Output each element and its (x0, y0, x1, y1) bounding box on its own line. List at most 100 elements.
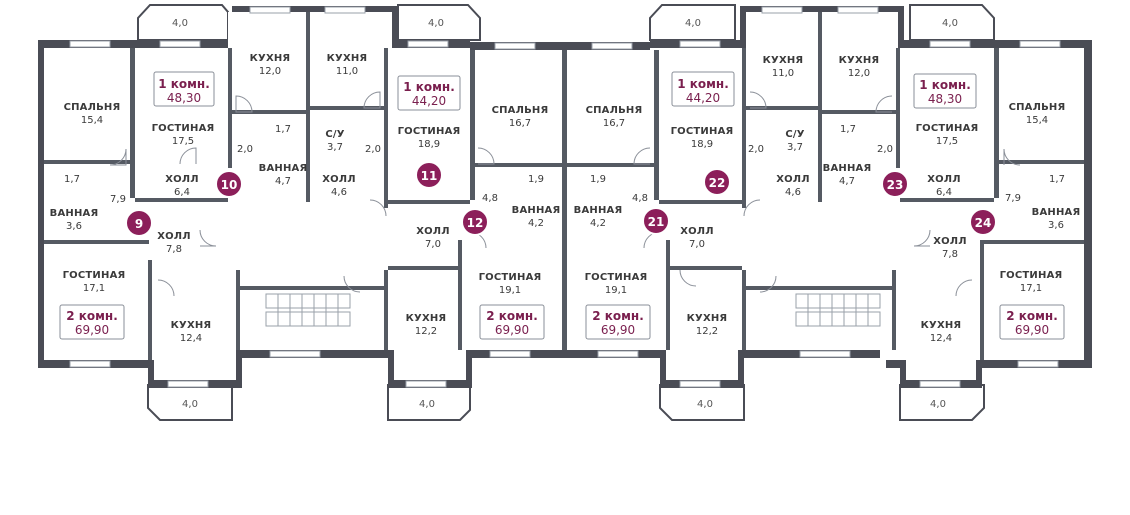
window (929, 40, 971, 48)
apartment-badge-9[interactable]: 2 комн. 69,90 (59, 304, 125, 340)
door-swing (109, 148, 127, 166)
stair-flight (265, 311, 351, 327)
apartment-area: 44,20 (686, 91, 720, 105)
room-name: ХОЛЛ (927, 174, 961, 185)
apartment-badge-11[interactable]: 1 комн. 44,20 (397, 75, 461, 111)
window (919, 380, 961, 388)
wall (306, 12, 310, 202)
apartment-badge-22[interactable]: 1 комн. 44,20 (671, 71, 735, 107)
room-area: 19,1 (499, 285, 521, 296)
small-area: 2,0 (877, 144, 893, 155)
apartment-marker-22[interactable]: 22 (703, 168, 731, 196)
badge-frame (397, 75, 461, 111)
wall (818, 12, 822, 202)
apartment-rooms: 1 комн. (919, 78, 971, 92)
window (494, 42, 536, 50)
apartment-marker-24[interactable]: 24 (969, 208, 997, 236)
room-area: 4,2 (590, 218, 606, 229)
apartment-badge-10[interactable]: 1 комн. 48,30 (153, 71, 215, 107)
room-area: 12,2 (415, 326, 437, 337)
staircase (265, 293, 881, 327)
apartment-number: 11 (421, 169, 438, 183)
apartment-badge-21[interactable]: 2 комн. 69,90 (585, 304, 651, 340)
apartment-rooms: 2 комн. (66, 309, 118, 323)
balcony-area: 4,0 (697, 399, 713, 410)
small-area: 1,7 (840, 124, 856, 135)
room-area: 12,2 (696, 326, 718, 337)
window (679, 40, 721, 48)
room-name: ХОЛЛ (416, 226, 450, 237)
small-area: 7,9 (110, 194, 126, 205)
wall (822, 110, 896, 114)
room-area: 11,0 (772, 68, 794, 79)
door-swing (1003, 148, 1021, 166)
apartment-marker-10[interactable]: 10 (215, 170, 243, 198)
wall (232, 110, 306, 114)
window (249, 6, 291, 14)
balcony-area: 4,0 (172, 18, 188, 29)
door-swing (179, 147, 197, 165)
room-name: ХОЛЛ (776, 174, 810, 185)
room-name: КУХНЯ (327, 53, 368, 64)
apartment-badge-23[interactable]: 1 комн. 48,30 (913, 73, 977, 109)
badge-frame (671, 71, 735, 107)
small-area: 1,7 (1049, 174, 1065, 185)
room-name: КУХНЯ (406, 313, 447, 324)
door-swing (477, 147, 495, 165)
wall (44, 160, 134, 164)
room-name: КУХНЯ (250, 53, 291, 64)
balcony-area: 4,0 (182, 399, 198, 410)
badge-frame (913, 73, 977, 109)
balcony-area: 4,0 (685, 18, 701, 29)
wall (384, 270, 388, 350)
wall (475, 163, 562, 167)
marker-circle (125, 209, 153, 237)
room-area: 7,0 (425, 239, 441, 250)
apartment-rooms: 1 комн. (403, 80, 455, 94)
window (407, 40, 449, 48)
wall (388, 200, 470, 204)
room-area: 19,1 (605, 285, 627, 296)
windows (69, 6, 1061, 388)
room-name: ГОСТИНАЯ (63, 270, 126, 281)
wall (896, 48, 900, 168)
room-name: ХОЛЛ (933, 236, 967, 247)
wall (135, 198, 228, 202)
wall (384, 48, 388, 208)
room-name: С/У (785, 129, 804, 140)
small-area: 1,7 (64, 174, 80, 185)
apartment-marker-12[interactable]: 12 (461, 208, 489, 236)
balcony-area: 4,0 (930, 399, 946, 410)
window (761, 6, 803, 14)
wall (742, 286, 892, 290)
wall (900, 198, 994, 202)
door-swing (343, 275, 361, 293)
badge-frame (479, 304, 545, 340)
small-area: 1,9 (528, 174, 544, 185)
room-name: ВАННАЯ (50, 208, 99, 219)
apartment-marker-11[interactable]: 11 (415, 161, 443, 189)
apartment-badge-12[interactable]: 2 комн. 69,90 (479, 304, 545, 340)
room-name: ГОСТИНАЯ (585, 272, 648, 283)
window (1017, 360, 1059, 368)
apartment-marker-21[interactable]: 21 (642, 207, 670, 235)
apartment-number: 23 (887, 178, 904, 192)
apartment-rooms: 1 комн. (158, 77, 210, 91)
apartment-badge-24[interactable]: 2 комн. 69,90 (999, 304, 1065, 340)
small-area: 7,9 (1005, 193, 1021, 204)
window (324, 6, 366, 14)
window (405, 380, 447, 388)
room-name: ГОСТИНАЯ (671, 126, 734, 137)
badge-frame (59, 304, 125, 340)
room-area: 12,4 (180, 333, 202, 344)
apartment-marker-9[interactable]: 9 (125, 209, 153, 237)
window (1019, 40, 1061, 48)
window (489, 350, 531, 358)
room-name: ГОСТИНАЯ (479, 272, 542, 283)
apartment-badges: 1 комн. 48,30 1 комн. 44,20 1 комн. 44,2… (59, 71, 1065, 340)
room-name: КУХНЯ (921, 320, 962, 331)
window (679, 380, 721, 388)
apartment-rooms: 2 комн. (486, 309, 538, 323)
window (837, 6, 879, 14)
apartment-marker-23[interactable]: 23 (881, 170, 909, 198)
